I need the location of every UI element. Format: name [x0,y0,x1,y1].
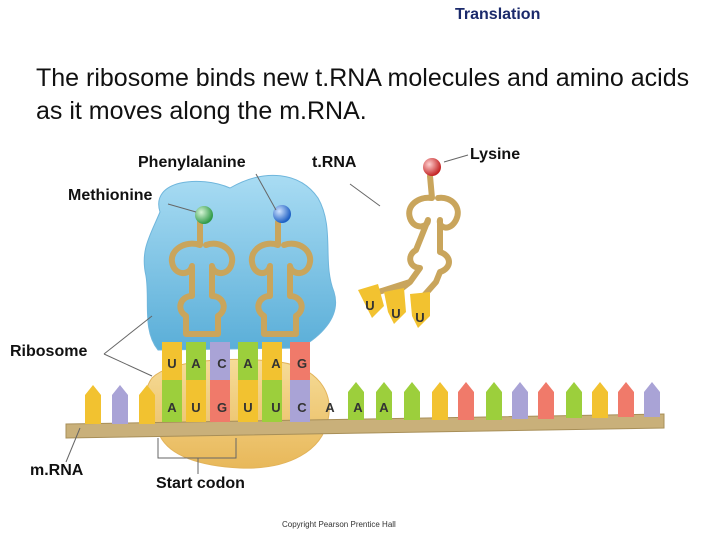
codon-letters-top: U A C A A G [167,356,307,371]
label-lysine: Lysine [470,146,521,163]
trna-methionine [168,219,236,337]
trna-incoming-lysine [363,173,461,303]
mrna-letter: U [271,400,280,415]
label-leader-lines [65,154,469,474]
codon-pair-columns [162,342,310,422]
mrna-letter: A [379,400,389,415]
label-start-codon: Start codon [156,475,245,492]
codon-top-letter: C [217,356,227,371]
label-mrna: m.RNA [30,462,84,479]
anticodon-letter: U [415,310,424,325]
anticodon-letter: U [391,306,400,321]
label-methionine: Methionine [68,187,153,204]
label-ribosome: Ribosome [10,343,88,360]
label-trna: t.RNA [312,154,357,171]
mrna-base-blocks [85,382,660,424]
slide-subtitle: The ribosome binds new t.RNA molecules a… [36,64,690,125]
trna-phenylalanine [248,219,314,337]
mrna-letter: C [297,400,307,415]
mrna-letter: U [191,400,200,415]
codon-top-letter: A [271,356,281,371]
incoming-anticodon-blocks [358,284,430,328]
lysine-bead-icon [423,158,441,176]
mrna-letters: A U G U U C A A A [167,400,389,415]
mrna-letter: A [167,400,177,415]
codon-top-letter: G [297,356,307,371]
label-phenylalanine: Phenylalanine [138,154,246,171]
mrna-letter: G [217,400,227,415]
methionine-bead-icon [195,206,213,224]
mrna-letter: A [353,400,363,415]
codon-top-letter: A [243,356,253,371]
codon-top-letter: A [191,356,201,371]
codon-top-letter: U [167,356,176,371]
copyright-notice: Copyright Pearson Prentice Hall [282,520,396,529]
phenylalanine-bead-icon [273,205,291,223]
page-title: Translation [455,6,541,23]
mrna-letter: U [243,400,252,415]
anticodon-letter: U [365,298,374,313]
incoming-anticodon-letters: U U U [365,298,424,325]
mrna-letter: A [325,400,335,415]
